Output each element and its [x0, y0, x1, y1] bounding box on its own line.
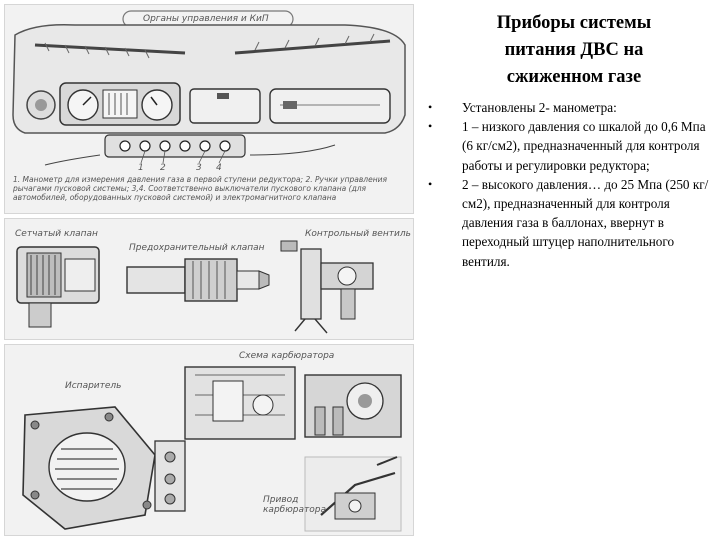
label-safety-valve: Предохранительный клапан	[129, 243, 265, 253]
dashboard-panel: Органы управления и КиП 1 2 3 4 1. Маном…	[4, 4, 414, 214]
dashboard-caption: 1. Манометр для измерения давления газа …	[13, 175, 387, 202]
bullet-item: • 2 – высокого давления… до 25 Мпа (250 …	[428, 175, 714, 271]
label-mesh-valve: Сетчатый клапан	[15, 229, 98, 239]
label-control-valve: Контрольный вентиль	[305, 229, 411, 239]
callout-4: 4	[216, 163, 222, 173]
label-vaporizer: Испаритель	[65, 381, 122, 391]
carburetor-drawing	[22, 366, 402, 532]
bullet-item: • 1 – низкого давления со шкалой до 0,6 …	[428, 117, 714, 175]
valves-panel: Сетчатый клапан Предохранительный клапан…	[4, 218, 414, 340]
carburetor-panel: Схема карбюратора Испаритель Привод карб…	[4, 344, 414, 536]
bullet-dot: •	[428, 100, 433, 114]
label-carburetor-scheme: Схема карбюратора	[239, 351, 335, 361]
bullet-dot: •	[428, 176, 433, 191]
label-carburetor-drive: Привод карбюратора	[263, 495, 326, 515]
dashboard-drawing	[12, 10, 406, 166]
illustration-column: Органы управления и КиП 1 2 3 4 1. Маном…	[4, 4, 414, 536]
valves-drawing	[16, 240, 374, 334]
callout-1: 1	[138, 163, 144, 173]
dashboard-header: Органы управления и КиП	[143, 14, 269, 24]
bullet-item: • Установлены 2- манометра:	[428, 98, 714, 117]
callout-3: 3	[196, 163, 202, 173]
bullet-list: • Установлены 2- манометра: • 1 – низког…	[428, 98, 714, 271]
callout-2: 2	[160, 163, 166, 173]
bullet-text: 1 – низкого давления со шкалой до 0,6 Мп…	[462, 119, 706, 173]
bullet-dot: •	[428, 119, 433, 134]
bullet-text: Установлены 2- манометра:	[462, 100, 617, 115]
bullet-text: 2 – высокого давления… до 25 Мпа (250 кг…	[462, 176, 709, 269]
slide-title: Приборы системы питания ДВС на сжиженном…	[496, 13, 652, 87]
